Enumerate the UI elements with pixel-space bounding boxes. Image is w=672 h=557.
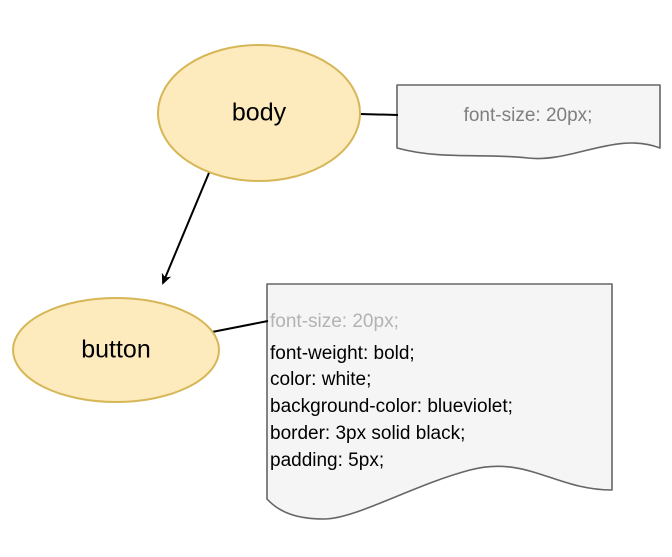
note-button-note-line-4: border: 3px solid black; <box>270 423 465 444</box>
note-body-note-line-0: font-size: 20px; <box>464 105 593 126</box>
edge-body-to-button <box>161 167 212 285</box>
note-body-note: font-size: 20px; <box>396 84 661 160</box>
note-button-note-line-2: color: white; <box>270 369 371 390</box>
node-button-label: button <box>81 336 151 364</box>
note-button-note: font-size: 20px; font-weight: bold; colo… <box>266 283 613 520</box>
button-note-connector <box>206 320 269 334</box>
node-body-label: body <box>232 99 287 127</box>
node-button-ellipse[interactable] <box>12 297 220 403</box>
note-body-note-shape <box>396 84 661 160</box>
note-button-note-line-1: font-weight: bold; <box>270 343 415 364</box>
node-body-ellipse[interactable] <box>157 44 361 182</box>
body-note-connector <box>359 113 399 116</box>
note-button-note-line-5: padding: 5px; <box>270 450 384 471</box>
note-button-note-shape <box>266 283 613 520</box>
node-button[interactable]: button <box>12 297 220 403</box>
note-button-note-line-3: background-color: blueviolet; <box>270 396 513 417</box>
node-body[interactable]: body <box>157 44 361 182</box>
note-button-note-line-0: font-size: 20px; <box>270 311 399 332</box>
